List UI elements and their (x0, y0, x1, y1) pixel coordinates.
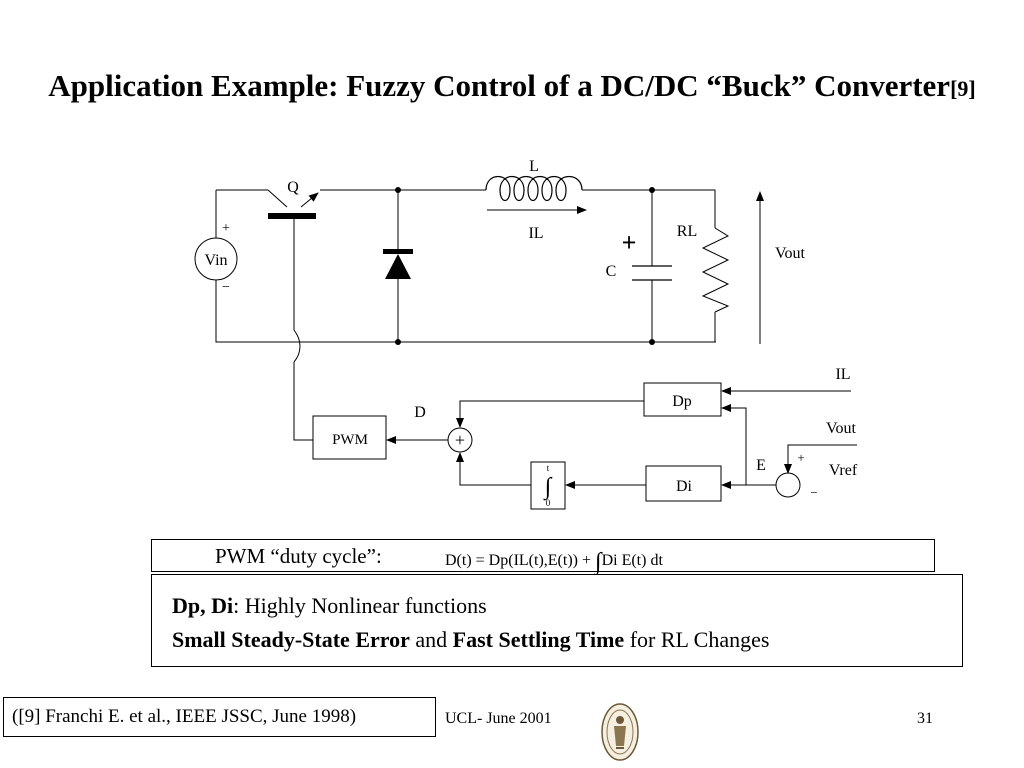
slide-title-ref: [9] (950, 76, 976, 101)
sum-plus-label: + (455, 430, 465, 450)
dp-label: Dp (672, 393, 692, 410)
di-block (645, 465, 722, 502)
c-plus-label: + (622, 228, 637, 257)
rl-label: RL (677, 223, 697, 240)
note-line-1: Dp, Di: Highly Nonlinear functions (172, 593, 487, 619)
duty-cycle-formula-box: PWM “duty cycle”: D(t) = Dp(IL(t),E(t)) … (151, 539, 935, 575)
note-line-2: Small Steady-State Error and Fast Settli… (172, 627, 769, 653)
dp-block (643, 382, 722, 417)
dp-to-sum-wire (456, 400, 644, 428)
pwm-block (312, 415, 387, 460)
l-label: L (529, 158, 539, 175)
junction-dots (395, 187, 655, 345)
comp-minus-label: − (810, 485, 817, 500)
power-stage-wires (215, 189, 716, 343)
reference-text: ([9] Franchi E. et al., IEEE JSSC, June … (12, 706, 357, 727)
integral-symbol: ∫ (543, 474, 553, 501)
note-line-2-mid: and (409, 627, 453, 652)
pwm-label: PWM (332, 432, 368, 448)
note-line-2-bold-b: Fast Settling Time (452, 627, 625, 652)
vout-label: Vout (775, 245, 805, 262)
vin-minus-label: − (222, 280, 230, 295)
c-label: C (606, 263, 617, 280)
footer-institution: UCL- June 2001 (445, 710, 552, 727)
vout-input-label: Vout (826, 420, 856, 437)
formula-expr-tail: Di E(t) dt (601, 552, 663, 569)
integral-upper-limit: t (547, 463, 550, 473)
e-label: E (756, 457, 766, 474)
slide-title-main: Application Example: Fuzzy Control of a … (48, 68, 951, 103)
formula-integral-symbol: ∫ (595, 549, 602, 575)
note-line-2-rest: for RL Changes (624, 627, 770, 652)
load-resistor-rl (701, 227, 730, 313)
error-comparator (775, 472, 801, 498)
vin-source: Vin + − (194, 221, 238, 295)
integrator-to-sum-wire (456, 452, 531, 486)
q-label: Q (287, 179, 299, 196)
il-label: IL (528, 225, 543, 242)
diode (383, 249, 413, 279)
slide-title: Application Example: Fuzzy Control of a … (0, 66, 1024, 108)
integrator-block (530, 461, 566, 510)
note-line-2-bold-a: Small Steady-State Error (172, 627, 410, 652)
formula-label: PWM “duty cycle”: (215, 544, 382, 568)
note-line-1-bold: Dp, Di (172, 593, 234, 618)
reference-box: ([9] Franchi E. et al., IEEE JSSC, June … (3, 697, 436, 737)
integral-lower-limit: 0 (546, 498, 551, 508)
vout-input-wire (784, 444, 857, 474)
transistor-q (267, 189, 319, 441)
il-input-label: IL (835, 366, 850, 383)
d-label: D (414, 404, 426, 421)
note-line-1-rest: : Highly Nonlinear functions (233, 593, 487, 618)
page-number: 31 (917, 710, 933, 727)
vin-label: Vin (204, 252, 227, 269)
e-to-dp-wire (721, 404, 747, 485)
notes-box: Dp, Di: Highly Nonlinear functions Small… (151, 574, 963, 667)
university-seal-logo (601, 703, 639, 761)
inductor-l (485, 175, 583, 202)
formula-expr-main: D(t) = Dp(IL(t),E(t)) + (445, 552, 595, 569)
capacitor-c (632, 265, 672, 281)
vin-plus-label: + (222, 221, 230, 236)
vref-label: Vref (829, 462, 858, 479)
formula-expression: D(t) = Dp(IL(t),E(t)) + ∫Di E(t) dt (445, 549, 663, 576)
di-label: Di (676, 478, 693, 495)
comp-plus-label: + (797, 450, 804, 465)
